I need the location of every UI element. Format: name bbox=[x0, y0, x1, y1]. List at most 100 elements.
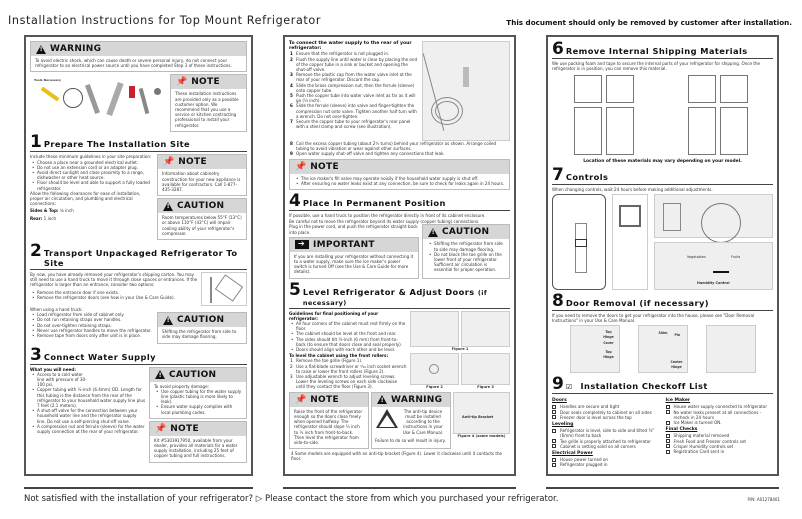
column-2: To connect the water supply to the rear … bbox=[283, 35, 516, 476]
checkbox[interactable] bbox=[665, 439, 670, 444]
checkoff-item[interactable]: Door seals completely to cabinet on all … bbox=[552, 410, 660, 415]
list-item: A compression nut and ferrule (sleeve) f… bbox=[30, 424, 146, 434]
note-label: NOTE bbox=[191, 77, 220, 88]
door-removal-text: If you need to remove the doors to get y… bbox=[552, 312, 755, 324]
section-number: 2 bbox=[30, 241, 42, 262]
list-item: After ensuring no water leaks exist at a… bbox=[294, 181, 505, 186]
checkoff-item[interactable]: Freezer door is level across the top bbox=[552, 415, 660, 420]
warning-triangle-icon bbox=[428, 227, 438, 237]
list-item: Doors should align with each other and b… bbox=[289, 347, 407, 352]
list-item: Copper tubing with ¼-inch (6.4mm) OD. Le… bbox=[30, 387, 146, 408]
drill-bit-icon bbox=[85, 84, 100, 115]
checkoff-group-title: Doors bbox=[552, 398, 567, 404]
section-number: 3 bbox=[30, 344, 42, 365]
tools-illustration: Tools Necessary bbox=[30, 74, 167, 133]
figure-2-caption: Figure 2 bbox=[426, 384, 443, 389]
figure-1b-illustration bbox=[461, 310, 510, 347]
checkbox-icon: ☑ bbox=[565, 383, 573, 392]
list-item: Remove the entrance door if one exists. bbox=[30, 290, 198, 295]
checkoff-item[interactable]: House water supply connected to refriger… bbox=[665, 404, 774, 410]
checkbox[interactable] bbox=[665, 405, 670, 410]
warning-text-2: Failure to do so will result in injury. bbox=[375, 437, 446, 443]
note-label: NOTE bbox=[310, 394, 339, 405]
checkoff-item[interactable]: Refrigerator is level, side to side and … bbox=[552, 428, 660, 438]
section-title: Door Removal (if necessary) bbox=[565, 297, 709, 308]
checkoff-item[interactable]: Cabinet is setting solid on all corners bbox=[552, 444, 660, 449]
need-label: What you will need: bbox=[30, 366, 76, 372]
checkoff-item[interactable]: Fresh Food and Freezer controls set bbox=[665, 439, 774, 444]
section-9-header: 9 ☑ Installation Checkoff List bbox=[552, 376, 773, 395]
section-number: 7 bbox=[552, 164, 564, 185]
checkoff-item[interactable]: Registration Card sent in bbox=[665, 449, 774, 454]
checkbox[interactable] bbox=[552, 457, 556, 462]
checkbox[interactable] bbox=[552, 410, 556, 415]
section-number: 6 bbox=[552, 39, 564, 59]
temperature-dial[interactable] bbox=[701, 202, 741, 243]
checkbox[interactable] bbox=[665, 449, 670, 454]
checkoff-group-title: Ice Maker bbox=[665, 398, 691, 404]
temperature-slider[interactable] bbox=[575, 238, 587, 247]
list-item: Remove the refrigerator doors (see how i… bbox=[30, 295, 198, 300]
footer-divider bbox=[24, 487, 253, 489]
center-hinge-illustration: Shim Pin Center Hinge bbox=[637, 325, 688, 374]
caution-box-flooring: CAUTION Shifting the refrigerator from s… bbox=[157, 312, 247, 344]
checkbox[interactable] bbox=[665, 434, 670, 439]
list-item: Avoid direct sunlight and close proximit… bbox=[30, 170, 153, 180]
checkoff-item[interactable]: Shipping material removed bbox=[665, 433, 774, 439]
checkbox[interactable] bbox=[665, 410, 670, 415]
checkoff-item[interactable]: No water leaks present at all connection… bbox=[665, 410, 774, 420]
checkbox[interactable] bbox=[665, 444, 670, 449]
shim-label: Shim bbox=[658, 331, 668, 336]
checkbox[interactable] bbox=[552, 463, 556, 468]
position-text-3: Plug in the power cord, and push the ref… bbox=[289, 224, 418, 235]
important-box: IMPORTANT If you are installing your ref… bbox=[289, 236, 419, 279]
checkoff-item[interactable]: House power turned on bbox=[552, 457, 660, 462]
column-3: 6 Remove Internal Shipping Materials We … bbox=[546, 35, 779, 476]
checkoff-item[interactable]: Handles are secure and tight bbox=[552, 404, 660, 409]
checkoff-item[interactable]: Crisper Humidity controls set bbox=[665, 444, 774, 449]
arrow-right-icon bbox=[295, 239, 309, 250]
checkoff-item[interactable]: Ice Maker is turned ON. bbox=[665, 420, 774, 425]
note-text: These installation instructions are prov… bbox=[175, 91, 239, 128]
section-title: Prepare The Installation Site bbox=[43, 139, 190, 150]
figure-3-caption: Figure 3 bbox=[477, 384, 494, 389]
list-item: Access to a cold water line with pressur… bbox=[30, 372, 90, 388]
checkbox[interactable] bbox=[552, 415, 556, 420]
checkoff-group-title: Electrical Power bbox=[552, 451, 593, 457]
pin-label: Pin bbox=[674, 333, 681, 338]
center-hinge-label: Center Hinge bbox=[670, 360, 683, 370]
caution-box-temperature: CAUTION Room temperatures below 55°F (13… bbox=[157, 198, 247, 241]
section-title: Transport Unpackaged Refrigerator To Sit… bbox=[43, 248, 238, 269]
checkbox[interactable] bbox=[552, 439, 556, 444]
footer-divider bbox=[283, 487, 516, 489]
checkoff-item[interactable]: Refrigerator plugged in bbox=[552, 462, 660, 467]
figure-4-illustration: Anti-tip Bracket bbox=[453, 391, 510, 434]
checkoff-right-column: Ice Maker House water supply connected t… bbox=[665, 396, 774, 467]
note-box-ice-maker: 📌NOTE The ice maker's fill valve may ope… bbox=[289, 158, 510, 191]
checkbox[interactable] bbox=[665, 420, 670, 425]
caution-box-toe-grille: CAUTION Shifting the refrigerator from s… bbox=[422, 224, 510, 279]
caution-intro: To avoid property damage: bbox=[154, 383, 210, 389]
checkbox[interactable] bbox=[552, 428, 556, 433]
footer-divider bbox=[546, 487, 779, 489]
transport-intro: By now, you have already removed your re… bbox=[30, 272, 198, 288]
checkbox[interactable] bbox=[552, 444, 556, 449]
position-text-1: If possible, use a hand truck to positio… bbox=[289, 213, 486, 219]
list-item: The ice maker's fill valve may operate n… bbox=[294, 176, 505, 181]
controls-text: When changing controls, wait 24 hours be… bbox=[552, 186, 713, 192]
important-text: If you are installing your refrigerator … bbox=[294, 253, 414, 275]
caution-box-property: CAUTION To avoid property damage: Use co… bbox=[149, 366, 247, 419]
checkbox[interactable] bbox=[552, 405, 556, 410]
checkoff-item[interactable]: Toe grille is properly attached to refri… bbox=[552, 439, 660, 444]
humidity-slider[interactable] bbox=[713, 270, 729, 273]
list-item: Choose a place near a grounded electrica… bbox=[30, 160, 153, 165]
section-2-header: 2 Transport Unpackaged Refrigerator To S… bbox=[30, 241, 247, 271]
figure-1-illustration bbox=[410, 310, 459, 347]
checkoff-left-column: Doors Handles are secure and tight Door … bbox=[552, 396, 660, 467]
fruits-label: Fruits bbox=[731, 254, 741, 259]
temperature-slider-panel bbox=[552, 193, 606, 290]
